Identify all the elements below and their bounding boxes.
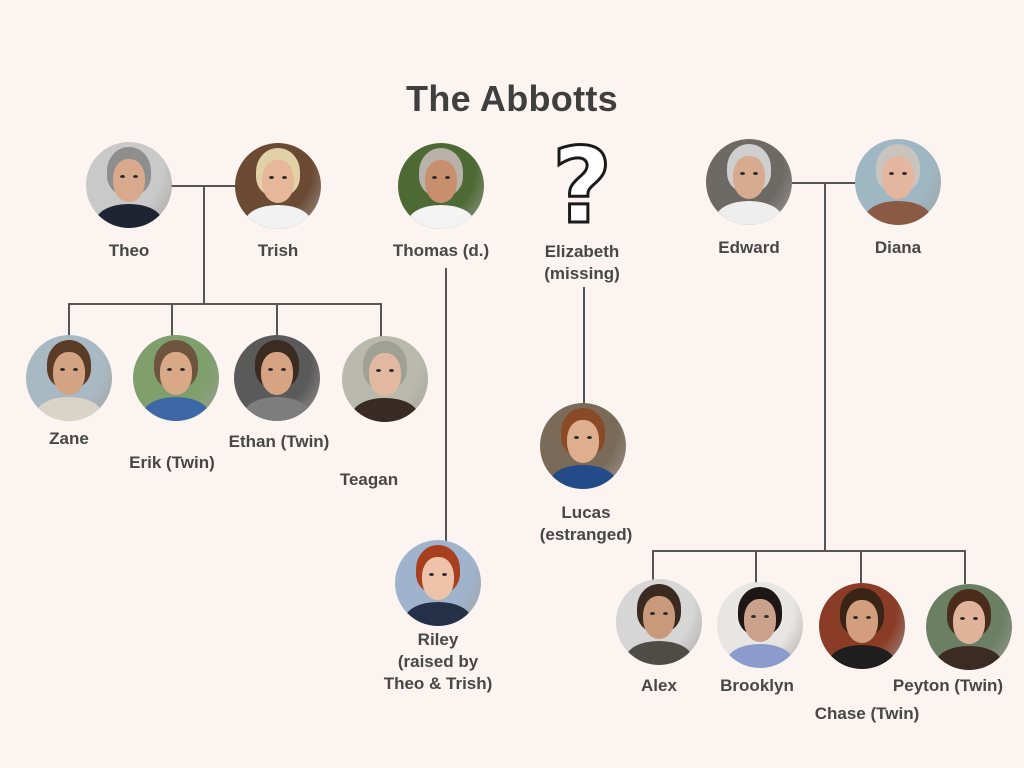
connector-line-to-ethan (276, 303, 278, 337)
connector-line-to-peyton (964, 550, 966, 584)
connector-line-to-teagan (380, 303, 382, 337)
connector-line-theo-trish-descent (203, 185, 205, 304)
connector-line-to-zane (68, 303, 70, 337)
avatar (26, 335, 112, 421)
question-mark-icon: ? (550, 125, 613, 247)
person-name: Ethan (Twin) (228, 432, 330, 451)
person-name: Riley (raised by Theo & Trish) (383, 630, 493, 693)
connector-line-edward-diana-descent (824, 182, 826, 551)
person-name: Trish (257, 241, 299, 260)
person-name: Diana (874, 238, 922, 257)
page-title: The Abbotts (406, 78, 618, 119)
connector-line-elizabeth-to-lucas (583, 287, 585, 405)
connector-line-to-chase (860, 550, 862, 584)
avatar (398, 143, 484, 229)
person-name: Erik (Twin) (129, 453, 215, 472)
person-name: Elizabeth (missing) (544, 242, 620, 283)
person-name: Lucas (estranged) (539, 503, 633, 544)
connector-line-to-brooklyn (755, 550, 757, 583)
person-name: Thomas (d.) (392, 241, 490, 260)
connector-line-edward-children-bar (652, 550, 966, 552)
connector-line-to-alex (652, 550, 654, 580)
connector-line-thomas-to-riley (445, 268, 447, 541)
person-name: Teagan (339, 470, 399, 489)
avatar (342, 336, 428, 422)
avatar (540, 403, 626, 489)
person-name: Peyton (Twin) (892, 676, 1004, 695)
avatar (819, 583, 905, 669)
avatar (86, 142, 172, 228)
avatar (855, 139, 941, 225)
avatar (616, 579, 702, 665)
person-name: Zane (49, 429, 89, 448)
person-name: Edward (718, 238, 780, 257)
person-name: Chase (Twin) (814, 704, 920, 723)
avatar (235, 143, 321, 229)
connector-line-to-erik (171, 303, 173, 337)
person-name: Brooklyn (720, 676, 794, 695)
avatar (926, 584, 1012, 670)
avatar (395, 540, 481, 626)
avatar (706, 139, 792, 225)
avatar (234, 335, 320, 421)
avatar (133, 335, 219, 421)
person-name: Theo (108, 241, 150, 260)
connector-line-abbott-children-bar (68, 303, 382, 305)
avatar (717, 582, 803, 668)
person-name: Alex (641, 676, 677, 695)
